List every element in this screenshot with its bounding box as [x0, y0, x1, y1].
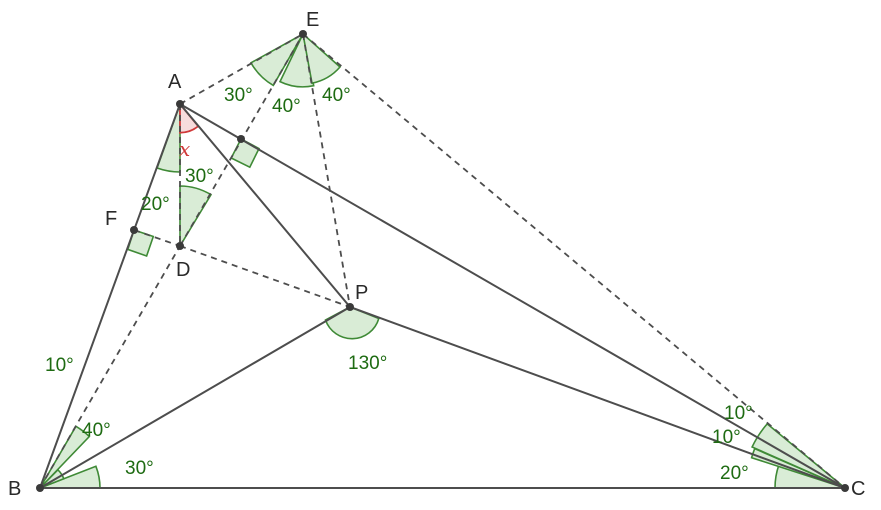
angle-sector-p: [324, 306, 380, 340]
segment-cp: [349, 306, 846, 489]
angle-sector-e-right: [301, 31, 342, 85]
angle-label-e-mid: 40°: [272, 96, 301, 117]
segment-bp: [39, 306, 351, 489]
segment-ab: [39, 103, 181, 489]
label-c: C: [851, 478, 865, 500]
angle-label-x: x: [179, 137, 190, 161]
label-a: A: [168, 71, 182, 93]
segment-bd: [39, 245, 181, 489]
segment-ep: [302, 33, 351, 308]
point-c: [841, 484, 849, 492]
point-foot-ac: [237, 135, 245, 143]
angle-label-c-mid: 10°: [712, 427, 741, 448]
segment-ec: [302, 33, 846, 489]
label-p: P: [355, 282, 368, 304]
angle-sector-d: [179, 185, 213, 249]
angle-label-a-right: 30°: [185, 166, 214, 187]
angle-label-b-top: 10°: [45, 355, 74, 376]
angle-label-a-left: 20°: [141, 194, 170, 215]
point-f: [130, 226, 138, 234]
label-e: E: [306, 9, 319, 31]
label-b: B: [8, 478, 21, 500]
points: [36, 30, 849, 492]
segment-dp: [179, 245, 351, 308]
angle-label-e-right: 40°: [322, 85, 351, 106]
label-d: D: [176, 259, 190, 281]
angle-labels: 30° 40° 40° 30° 20° 10° 40° 30° 130° 10°…: [45, 85, 753, 484]
segment-ae: [179, 33, 304, 105]
angle-label-b-mid: 40°: [82, 420, 111, 441]
segment-ap: [179, 103, 351, 308]
angle-label-c-bottom: 20°: [720, 463, 749, 484]
angle-label-e-left: 30°: [224, 85, 253, 106]
angle-label-p: 130°: [348, 353, 387, 374]
label-f: F: [105, 208, 117, 230]
point-d: [176, 242, 184, 250]
point-labels: A B C D E F P: [8, 9, 865, 500]
solid-segments: [39, 103, 846, 489]
segment-ac: [179, 103, 846, 489]
angle-label-c-top: 10°: [724, 403, 753, 424]
right-angle-mark-ac: [230, 137, 261, 169]
point-p: [346, 303, 354, 311]
point-b: [36, 484, 44, 492]
point-a: [176, 100, 184, 108]
point-e: [299, 30, 307, 38]
segment-fd: [133, 229, 181, 247]
angle-label-b-bottom: 30°: [125, 458, 154, 479]
